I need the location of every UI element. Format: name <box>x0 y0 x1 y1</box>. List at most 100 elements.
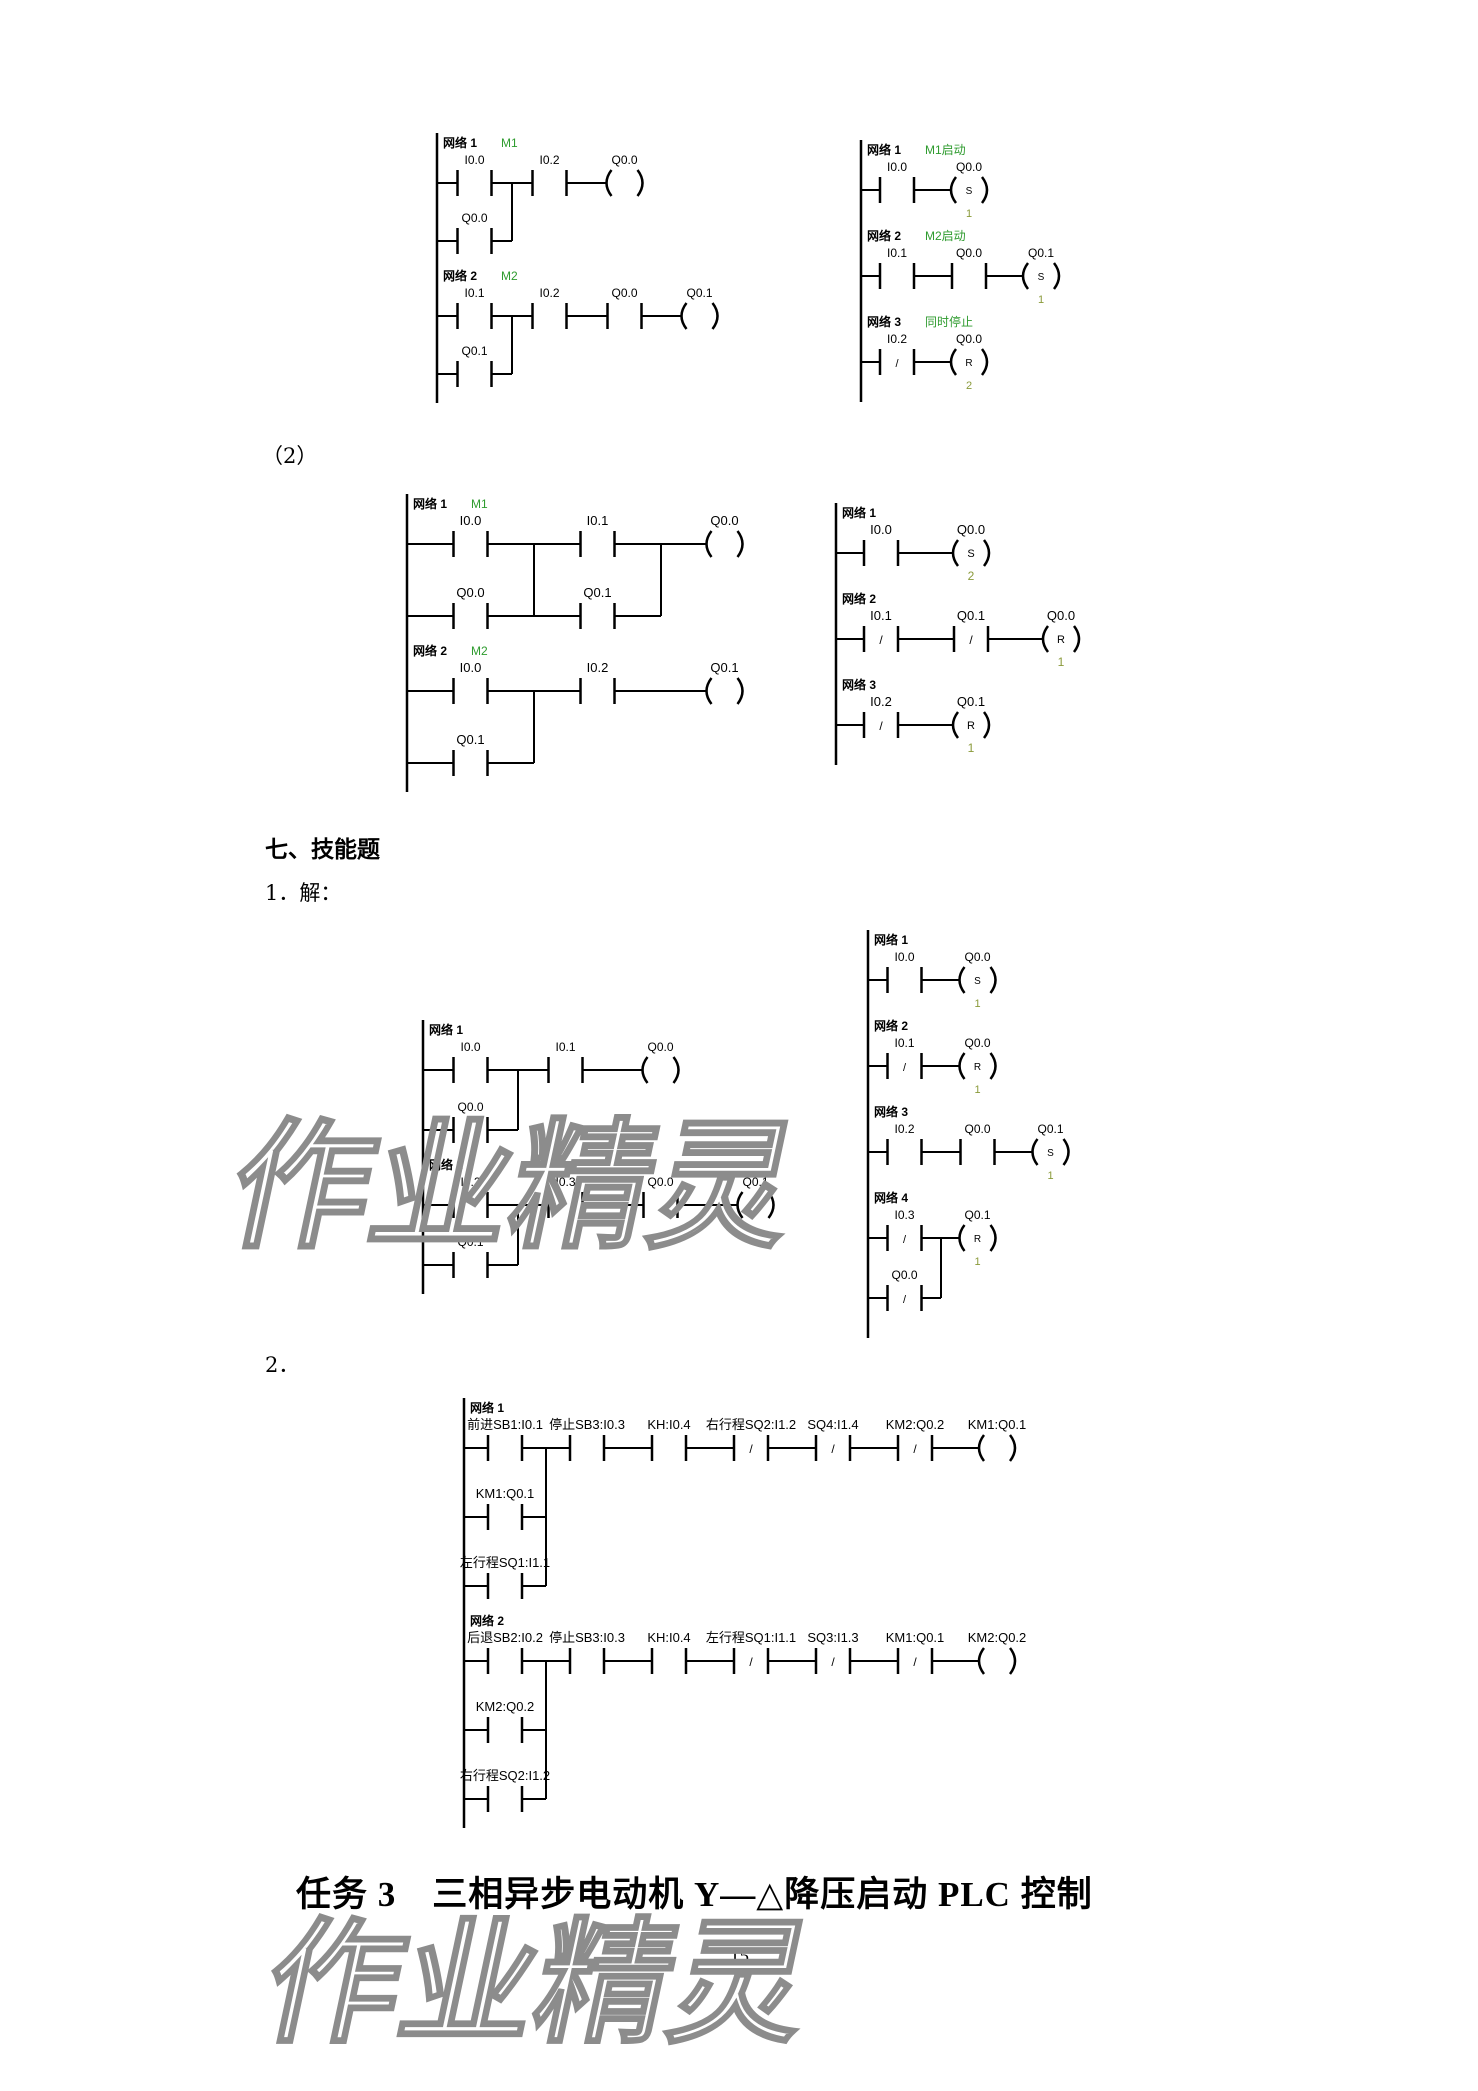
coil-operation: S <box>967 548 974 560</box>
normally-closed-slash: / <box>749 1442 753 1456</box>
contact-label: 左行程SQ1:I1.1 <box>460 1555 550 1570</box>
contact-label: KM2:Q0.2 <box>476 1699 535 1714</box>
network-title: 网络 2 <box>867 228 901 243</box>
coil-right-paren <box>1052 262 1061 290</box>
coil-right-paren <box>736 530 744 558</box>
coil-count: 2 <box>968 569 975 583</box>
section-heading-skills: 七、技能题 <box>265 837 380 863</box>
network-title: 网络 3 <box>867 314 901 329</box>
contact-label: Q0.1 <box>957 608 985 623</box>
normally-closed-slash: / <box>879 633 883 647</box>
coil-left-paren <box>949 176 958 204</box>
contact-label: I0.0 <box>894 950 914 964</box>
coil-right-paren <box>982 539 991 567</box>
network-title: 网络 3 <box>842 677 876 692</box>
contact-label: KM2:Q0.2 <box>886 1417 945 1432</box>
contact-label: SQ4:I1.4 <box>807 1417 858 1432</box>
coil-count: 1 <box>1047 1170 1053 1182</box>
normally-closed-slash: / <box>879 719 883 733</box>
contact-label: I0.0 <box>464 153 484 167</box>
coil-left-paren <box>958 966 966 994</box>
contact-label: Q0.1 <box>461 344 487 358</box>
network-title: 网络 4 <box>874 1190 908 1205</box>
contact-label: I0.2 <box>539 153 559 167</box>
contact-label: Q0.0 <box>891 1268 917 1282</box>
contact-label: I0.2 <box>460 1175 480 1189</box>
network-comment: 同时停止 <box>925 314 973 329</box>
network-comment: M1启动 <box>925 143 966 157</box>
network-title: 网络 1 <box>874 932 908 947</box>
coil-operation: S <box>966 186 973 197</box>
contact-label: 停止SB3:I0.3 <box>549 1630 625 1645</box>
coil-right-paren <box>980 348 989 376</box>
contact-label: I0.2 <box>887 332 907 346</box>
coil-operation: S <box>1038 272 1045 283</box>
contact-label: Q0.1 <box>456 732 484 747</box>
coil-left-paren <box>736 1191 744 1219</box>
contact-label: Q0.0 <box>611 286 637 300</box>
network-title: 网络 2 <box>470 1613 504 1628</box>
coil-left-paren <box>951 711 960 739</box>
coil-right-paren <box>982 711 991 739</box>
coil-operation: R <box>965 358 972 369</box>
coil-label: Q0.0 <box>1047 608 1075 623</box>
coil-left-paren <box>958 1224 966 1252</box>
task-title: 任务 3 三相异步电动机 Y—△降压启动 PLC 控制 <box>296 1875 1093 1914</box>
contact-label: KH:I0.4 <box>647 1630 690 1645</box>
coil-right-paren <box>636 169 644 197</box>
coil-count: 1 <box>1038 294 1044 306</box>
coil-label: Q0.0 <box>611 153 637 167</box>
coil-label: Q0.1 <box>710 660 738 675</box>
network-comment: M2 <box>501 269 518 283</box>
contact-label: Q0.0 <box>457 1100 483 1114</box>
coil-left-paren <box>949 348 958 376</box>
normally-closed-slash: / <box>831 1442 835 1456</box>
watermark-text: 作业精灵 <box>251 1905 825 2062</box>
coil-right-paren <box>767 1191 775 1219</box>
coil-right-paren <box>1008 1434 1017 1462</box>
contact-label: 右行程SQ2:I1.2 <box>706 1417 796 1432</box>
normally-closed-slash: / <box>903 1294 907 1306</box>
coil-label: Q0.0 <box>956 332 982 346</box>
coil-left-paren <box>705 677 713 705</box>
normally-closed-slash: / <box>749 1655 753 1669</box>
coil-label: Q0.0 <box>710 513 738 528</box>
network-comment: M2启动 <box>925 229 966 243</box>
network-comment: M1 <box>501 136 518 150</box>
contact-label: KM1:Q0.1 <box>476 1486 535 1501</box>
network-title: 网络 1 <box>443 135 477 150</box>
contact-label: Q0.0 <box>964 1122 990 1136</box>
contact-label: 左行程SQ1:I1.1 <box>706 1630 796 1645</box>
contact-label: I0.2 <box>587 660 609 675</box>
contact-label: I0.0 <box>870 522 892 537</box>
normally-closed-slash: / <box>913 1655 917 1669</box>
contact-label: Q0.0 <box>461 211 487 225</box>
normally-closed-slash: / <box>903 1234 907 1246</box>
coil-label: Q0.0 <box>957 522 985 537</box>
contact-label: I0.1 <box>894 1036 914 1050</box>
contact-label: I0.1 <box>464 286 484 300</box>
contact-label: I0.3 <box>894 1208 914 1222</box>
network-comment: M1 <box>471 497 488 511</box>
coil-count: 1 <box>968 741 975 755</box>
contact-label: I0.0 <box>460 660 482 675</box>
coil-label: KM1:Q0.1 <box>968 1417 1027 1432</box>
coil-left-paren <box>1021 262 1030 290</box>
coil-label: Q0.1 <box>742 1175 768 1189</box>
network-title: 网络 2 <box>443 268 477 283</box>
coil-count: 1 <box>966 208 972 220</box>
question-1-label: 1．解： <box>265 881 342 905</box>
coil-left-paren <box>680 302 688 330</box>
coil-label: Q0.0 <box>964 950 990 964</box>
coil-left-paren <box>605 169 613 197</box>
coil-count: 2 <box>966 380 972 392</box>
network-title: 网络 3 <box>874 1104 908 1119</box>
contact-label: I0.1 <box>587 513 609 528</box>
